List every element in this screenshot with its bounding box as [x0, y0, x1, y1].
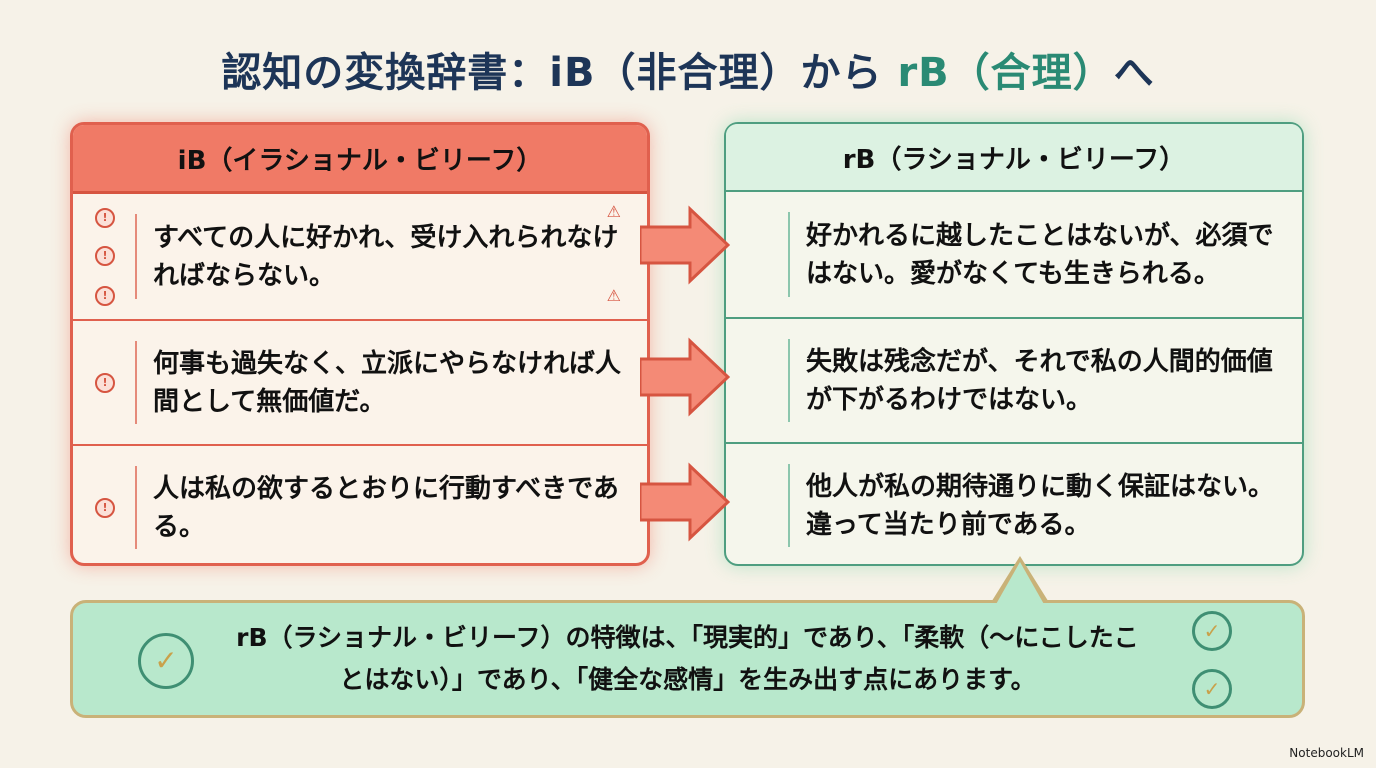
rational-header: rB（ラショナル・ビリーフ）	[726, 124, 1302, 192]
divider	[788, 464, 790, 547]
transform-arrow-icon	[640, 205, 730, 285]
irrational-item: ! 人は私の欲するとおりに行動すべきである。	[73, 444, 647, 569]
irrational-belief-panel: iB（イラショナル・ビリーフ） ! ! ! ⚠ ⚠ すべての人に好かれ、受け入れ…	[70, 122, 650, 566]
alert-icon: !	[95, 286, 115, 306]
transform-arrow-icon	[640, 337, 730, 417]
irrational-item: ! ! ! ⚠ ⚠ すべての人に好かれ、受け入れられなければならない。	[73, 194, 647, 319]
brand-watermark: NotebookLM	[1289, 746, 1364, 760]
irrational-text: 何事も過失なく、立派にやらなければ人間として無価値だ。	[153, 348, 622, 417]
alert-icon: !	[95, 208, 115, 228]
summary-text: rB（ラショナル・ビリーフ）の特徴は、「現実的」であり、「柔軟（〜にこしたことは…	[236, 623, 1139, 694]
check-circle-icon: ✓	[138, 633, 194, 689]
irrational-header: iB（イラショナル・ビリーフ）	[73, 125, 647, 194]
alert-icon: !	[95, 498, 115, 518]
divider	[788, 212, 790, 297]
irrational-item: ! 何事も過失なく、立派にやらなければ人間として無価値だ。	[73, 319, 647, 444]
rational-belief-panel: rB（ラショナル・ビリーフ） 好かれるに越したことはないが、必須ではない。愛がな…	[724, 122, 1304, 566]
title-main: 認知の変換辞書：iB（非合理）から	[221, 50, 883, 96]
divider	[135, 341, 137, 424]
check-circle-icon: ✓	[1192, 611, 1232, 651]
transform-arrow-icon	[640, 462, 730, 542]
divider	[135, 214, 137, 299]
rational-text: 他人が私の期待通りに動く保証はない。違って当たり前である。	[806, 471, 1275, 540]
rational-text: 失敗は残念だが、それで私の人間的価値が下がるわけではない。	[806, 346, 1273, 415]
alert-icon: !	[95, 373, 115, 393]
callout-tail-fill	[995, 562, 1045, 606]
rational-text: 好かれるに越したことはないが、必須ではない。愛がなくても生きられる。	[806, 220, 1274, 289]
alert-icon: !	[95, 246, 115, 266]
warning-triangle-icon: ⚠	[606, 202, 621, 221]
divider	[135, 466, 137, 549]
irrational-text: すべての人に好かれ、受け入れられなければならない。	[153, 222, 619, 291]
irrational-text: 人は私の欲するとおりに行動すべきである。	[153, 473, 619, 542]
page-title: 認知の変換辞書：iB（非合理）から rB（合理）へ	[0, 40, 1376, 98]
rational-item: 好かれるに越したことはないが、必須ではない。愛がなくても生きられる。	[726, 192, 1302, 317]
check-circle-icon: ✓	[1192, 669, 1232, 709]
warning-triangle-icon: ⚠	[606, 286, 621, 305]
title-tail: へ	[1113, 50, 1155, 96]
rational-item: 他人が私の期待通りに動く保証はない。違って当たり前である。	[726, 442, 1302, 567]
divider	[788, 339, 790, 422]
title-accent: rB（合理）	[897, 50, 1114, 96]
summary-callout: ✓ rB（ラショナル・ビリーフ）の特徴は、「現実的」であり、「柔軟（〜にこしたこ…	[70, 600, 1305, 718]
rational-item: 失敗は残念だが、それで私の人間的価値が下がるわけではない。	[726, 317, 1302, 442]
